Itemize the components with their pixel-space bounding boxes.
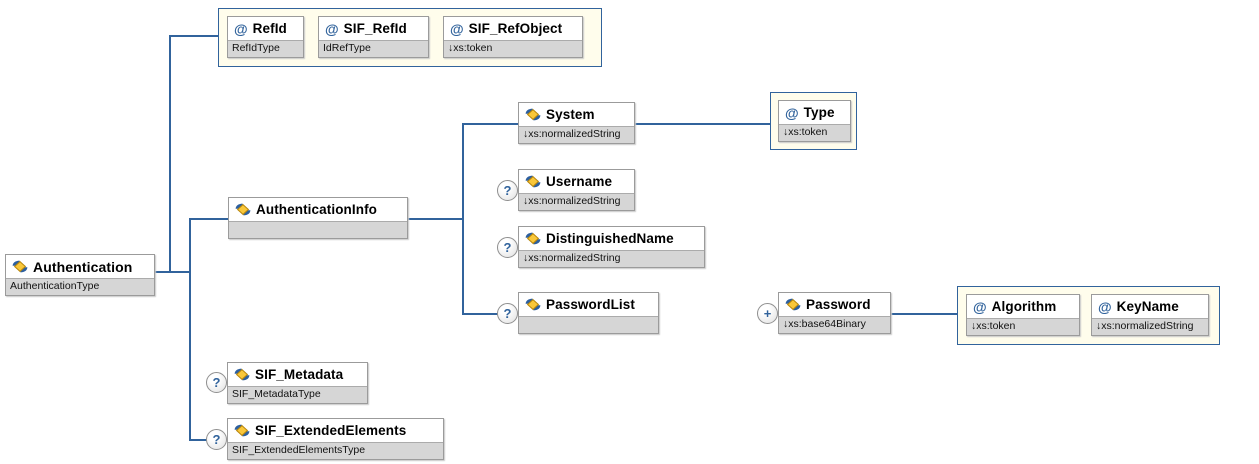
node-passwordlist[interactable]: PasswordList xyxy=(518,292,659,334)
repeat-indicator: + xyxy=(757,303,778,324)
attribute-type: ↓xs:token xyxy=(779,124,850,141)
element-icon xyxy=(234,424,250,437)
node-sif-extendedelements[interactable]: SIF_ExtendedElements SIF_ExtendedElement… xyxy=(227,418,444,460)
element-title-row: System xyxy=(519,103,634,126)
element-icon xyxy=(525,175,541,188)
attribute-type: ↓xs:token xyxy=(967,318,1079,335)
attribute-title-row: @ SIF_RefId xyxy=(319,17,428,40)
connector-trunk-attrs xyxy=(169,35,171,273)
element-title-row: AuthenticationInfo xyxy=(229,198,407,221)
element-name: DistinguishedName xyxy=(546,231,674,246)
element-icon xyxy=(785,298,801,311)
node-algorithm[interactable]: @ Algorithm ↓xs:token xyxy=(966,294,1080,336)
element-name: SIF_ExtendedElements xyxy=(255,423,407,438)
element-title-row: PasswordList xyxy=(519,293,658,316)
element-title-row: Password xyxy=(779,293,890,316)
element-title-row: Authentication xyxy=(6,255,154,278)
attribute-title-row: @ Algorithm xyxy=(967,295,1079,318)
attribute-type: RefIdType xyxy=(228,40,303,57)
optional-glyph: ? xyxy=(212,375,221,390)
optional-glyph: ? xyxy=(503,240,512,255)
node-authenticationinfo[interactable]: AuthenticationInfo xyxy=(228,197,408,239)
connector-to-passwordlist xyxy=(462,313,498,315)
node-keyname[interactable]: @ KeyName ↓xs:normalizedString xyxy=(1091,294,1209,336)
optional-indicator: ? xyxy=(497,237,518,258)
attribute-name: SIF_RefObject xyxy=(468,21,563,36)
element-icon xyxy=(525,298,541,311)
optional-indicator: ? xyxy=(497,303,518,324)
optional-glyph: ? xyxy=(212,432,221,447)
element-type xyxy=(229,221,407,238)
element-type: ↓xs:normalizedString xyxy=(519,193,634,210)
attribute-name: RefId xyxy=(252,21,287,36)
connector-password-attrs xyxy=(891,313,957,315)
element-title-row: SIF_ExtendedElements xyxy=(228,419,443,442)
connector-to-authinfo xyxy=(189,218,228,220)
connector-trunk-children xyxy=(189,218,191,441)
element-icon xyxy=(525,108,541,121)
connector-system-type xyxy=(635,123,770,125)
repeat-glyph: + xyxy=(763,306,772,321)
element-name: System xyxy=(546,107,595,122)
element-type: SIF_MetadataType xyxy=(228,386,367,403)
connector-to-attr-group xyxy=(169,35,218,37)
node-distinguishedname[interactable]: DistinguishedName ↓xs:normalizedString xyxy=(518,226,705,268)
optional-indicator: ? xyxy=(206,429,227,450)
node-type[interactable]: @ Type ↓xs:token xyxy=(778,100,851,142)
attribute-at-icon: @ xyxy=(1098,298,1112,315)
node-authentication[interactable]: Authentication AuthenticationType xyxy=(5,254,155,296)
connector-to-extended xyxy=(189,439,207,441)
attribute-at-icon: @ xyxy=(450,20,464,37)
node-password[interactable]: Password ↓xs:base64Binary xyxy=(778,292,891,334)
element-type: AuthenticationType xyxy=(6,278,154,295)
element-icon xyxy=(234,368,250,381)
attribute-title-row: @ Type xyxy=(779,101,850,124)
element-name: AuthenticationInfo xyxy=(256,202,378,217)
node-sif-refid[interactable]: @ SIF_RefId IdRefType xyxy=(318,16,429,58)
connector-to-system xyxy=(462,123,518,125)
optional-glyph: ? xyxy=(503,306,512,321)
element-type: ↓xs:normalizedString xyxy=(519,126,634,143)
connector-authinfo-out xyxy=(408,218,464,220)
element-title-row: SIF_Metadata xyxy=(228,363,367,386)
element-title-row: DistinguishedName xyxy=(519,227,704,250)
element-type: ↓xs:normalizedString xyxy=(519,250,704,267)
optional-glyph: ? xyxy=(503,183,512,198)
element-icon xyxy=(525,232,541,245)
attribute-at-icon: @ xyxy=(325,20,339,37)
attribute-name: SIF_RefId xyxy=(343,21,407,36)
element-name: Password xyxy=(806,297,871,312)
attribute-name: Algorithm xyxy=(991,299,1057,314)
element-icon xyxy=(235,203,251,216)
element-name: PasswordList xyxy=(546,297,635,312)
element-type: SIF_ExtendedElementsType xyxy=(228,442,443,459)
element-title-row: Username xyxy=(519,170,634,193)
connector-trunk-authinfo xyxy=(462,124,464,315)
attribute-title-row: @ KeyName xyxy=(1092,295,1208,318)
attribute-title-row: @ SIF_RefObject xyxy=(444,17,582,40)
attribute-type: ↓xs:normalizedString xyxy=(1092,318,1208,335)
node-sif-metadata[interactable]: SIF_Metadata SIF_MetadataType xyxy=(227,362,368,404)
attribute-title-row: @ RefId xyxy=(228,17,303,40)
connector-root-junction xyxy=(155,271,191,273)
node-sif-refobject[interactable]: @ SIF_RefObject ↓xs:token xyxy=(443,16,583,58)
node-system[interactable]: System ↓xs:normalizedString xyxy=(518,102,635,144)
element-name: Authentication xyxy=(33,258,133,275)
element-icon xyxy=(12,260,28,273)
attribute-at-icon: @ xyxy=(973,298,987,315)
node-username[interactable]: Username ↓xs:normalizedString xyxy=(518,169,635,211)
element-type xyxy=(519,316,658,333)
attribute-name: Type xyxy=(803,105,835,120)
optional-indicator: ? xyxy=(206,372,227,393)
element-name: SIF_Metadata xyxy=(255,367,344,382)
element-type: ↓xs:base64Binary xyxy=(779,316,890,333)
attribute-type: ↓xs:token xyxy=(444,40,582,57)
node-refid[interactable]: @ RefId RefIdType xyxy=(227,16,304,58)
attribute-at-icon: @ xyxy=(785,104,799,121)
attribute-type: IdRefType xyxy=(319,40,428,57)
attribute-at-icon: @ xyxy=(234,20,248,37)
optional-indicator: ? xyxy=(497,180,518,201)
attribute-name: KeyName xyxy=(1116,299,1179,314)
element-name: Username xyxy=(546,174,613,189)
